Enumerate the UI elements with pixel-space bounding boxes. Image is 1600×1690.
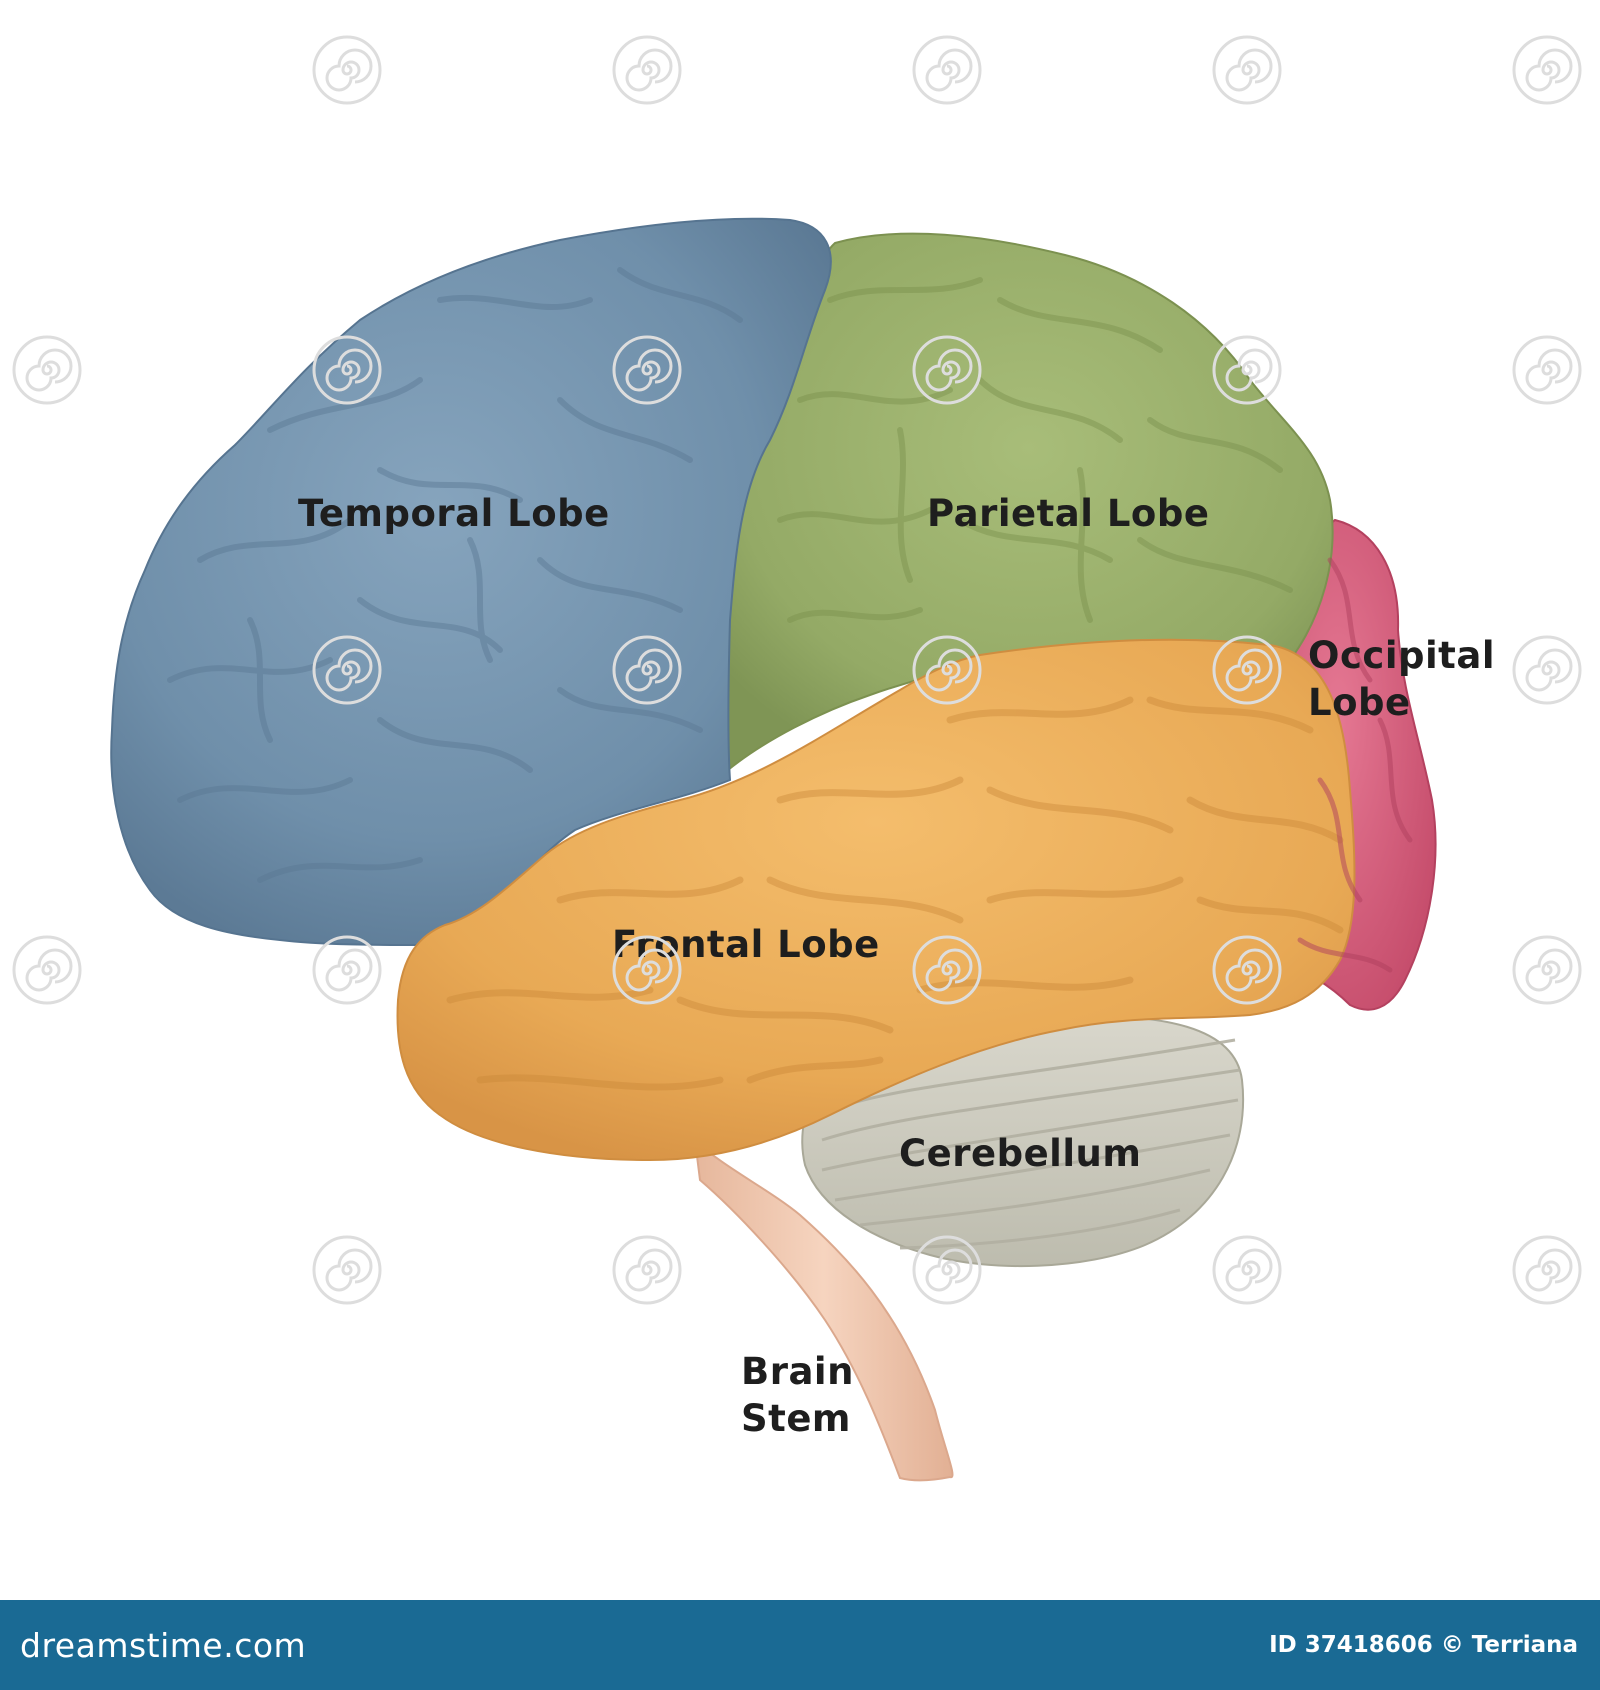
frontal-lobe-label: Frontal Lobe [612,923,880,966]
cerebellum-folds [821,1038,1241,1250]
spiral-watermark-icon [912,335,982,405]
spiral-watermark-icon [1512,1235,1582,1305]
occipital-lobe-label: Occipital Lobe [1308,632,1495,726]
frontal-gyri [446,696,1344,1091]
spiral-watermark-icon [1512,35,1582,105]
spiral-watermark-icon [12,935,82,1005]
spiral-watermark-icon [1512,335,1582,405]
spiral-watermark-icon [312,335,382,405]
brain-stem-label-line-2: Stem [741,1397,851,1440]
parietal-lobe-label: Parietal Lobe [927,492,1210,535]
spiral-watermark-icon [1512,635,1582,705]
brain-stem-label: Brain Stem [741,1348,854,1442]
spiral-watermark-icon [912,635,982,705]
brain-stem-region [693,1137,954,1482]
spiral-watermark-icon [312,1235,382,1305]
spiral-watermark-icon [1512,935,1582,1005]
frontal-lobe-region [396,638,1356,1162]
spiral-watermark-icon [612,335,682,405]
brain-stem-label-line-1: Brain [741,1350,854,1393]
spiral-watermark-icon [612,935,682,1005]
cerebellum-label: Cerebellum [899,1132,1142,1175]
parietal-gyri [777,277,1293,623]
brand-text[interactable]: dreamstime.com [20,1625,307,1665]
spiral-watermark-icon [612,635,682,705]
spiral-watermark-icon [912,1235,982,1305]
temporal-gyri [167,267,743,883]
spiral-watermark-icon [312,935,382,1005]
temporal-lobe-label: Temporal Lobe [298,492,610,535]
spiral-watermark-icon [1212,335,1282,405]
spiral-watermark-icon [912,35,982,105]
occipital-label-line-2: Lobe [1308,681,1411,724]
spiral-watermark-icon [1212,635,1282,705]
spiral-watermark-icon [1212,935,1282,1005]
image-credit: ID 37418606 © Terriana [1269,1632,1578,1658]
spiral-watermark-icon [312,635,382,705]
spiral-watermark-icon [612,35,682,105]
spiral-watermark-icon [12,335,82,405]
spiral-watermark-icon [612,1235,682,1305]
spiral-watermark-icon [912,935,982,1005]
spiral-watermark-icon [1212,35,1282,105]
occipital-label-line-1: Occipital [1308,634,1496,677]
spiral-watermark-icon [1212,1235,1282,1305]
brain-illustration [110,217,1437,1482]
occipital-gyri [1297,557,1413,973]
brain-diagram: Temporal Lobe Parietal Lobe Occipital Lo… [110,217,1495,1482]
spiral-watermark-icon [312,35,382,105]
footer-bar: dreamstime.com ID 37418606 © Terriana [0,1600,1600,1690]
